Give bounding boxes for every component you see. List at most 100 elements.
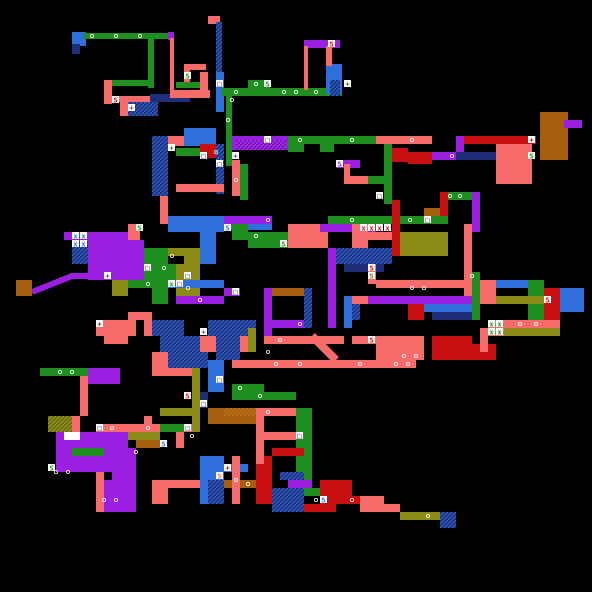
map-room bbox=[168, 248, 200, 256]
map-room bbox=[280, 472, 304, 480]
svg-text:S: S bbox=[137, 224, 141, 232]
svg-text:x: x bbox=[497, 328, 502, 336]
map-room bbox=[264, 336, 344, 344]
map-room bbox=[288, 140, 304, 152]
map-room bbox=[190, 64, 206, 70]
svg-text:□: □ bbox=[201, 400, 205, 408]
item-dot-icon bbox=[114, 34, 119, 39]
map-room bbox=[200, 336, 216, 352]
map-room bbox=[288, 136, 388, 144]
door-marker-icon: □ bbox=[96, 424, 103, 432]
save-marker-icon: S bbox=[544, 296, 551, 304]
item-dot-icon bbox=[407, 217, 412, 222]
map-room bbox=[296, 416, 304, 440]
map-room bbox=[344, 264, 384, 272]
item-dot-icon bbox=[233, 477, 238, 482]
map-room bbox=[112, 448, 136, 480]
map-room bbox=[328, 248, 336, 328]
item-dot-icon bbox=[233, 90, 238, 95]
locked-marker-icon: x bbox=[80, 232, 87, 240]
map-room bbox=[304, 46, 308, 90]
svg-text:□: □ bbox=[297, 432, 301, 440]
item-dot-icon bbox=[265, 409, 270, 414]
map-room bbox=[264, 288, 272, 344]
map-room bbox=[376, 344, 424, 360]
door-marker-icon: □ bbox=[144, 264, 151, 272]
svg-text:+: + bbox=[233, 152, 237, 160]
map-room bbox=[104, 80, 112, 104]
map-room bbox=[448, 192, 472, 200]
svg-text:S: S bbox=[281, 240, 285, 248]
map-room bbox=[352, 336, 424, 344]
map-room bbox=[376, 136, 432, 144]
map-room bbox=[128, 312, 152, 320]
item-dot-icon bbox=[297, 321, 302, 326]
map-room bbox=[176, 432, 184, 448]
item-dot-icon bbox=[281, 90, 286, 95]
map-room bbox=[264, 432, 296, 440]
item-dot-icon bbox=[349, 217, 354, 222]
svg-text:+: + bbox=[97, 320, 101, 328]
item-dot-icon bbox=[225, 118, 230, 123]
map-room bbox=[384, 504, 400, 512]
svg-text:□: □ bbox=[201, 152, 205, 160]
svg-text:□: □ bbox=[145, 264, 149, 272]
map-room bbox=[272, 488, 304, 512]
map-room bbox=[256, 392, 296, 400]
map-room bbox=[528, 304, 544, 320]
item-dot-icon bbox=[273, 361, 278, 366]
svg-text:□: □ bbox=[185, 424, 189, 432]
map-room bbox=[304, 504, 336, 512]
item-dot-icon bbox=[265, 217, 270, 222]
svg-text:□: □ bbox=[217, 376, 221, 384]
map-room bbox=[528, 280, 544, 296]
svg-text:+: + bbox=[105, 272, 109, 280]
save-marker-icon: S bbox=[264, 80, 271, 88]
cross-marker-icon: + bbox=[528, 136, 535, 144]
item-dot-icon bbox=[401, 353, 406, 358]
item-dot-icon bbox=[313, 90, 318, 95]
map-room bbox=[384, 144, 392, 204]
item-dot-icon bbox=[133, 449, 138, 454]
map-room bbox=[152, 248, 168, 304]
item-dot-icon bbox=[237, 385, 242, 390]
map-corridor bbox=[30, 273, 88, 295]
svg-text:S: S bbox=[321, 496, 325, 504]
map-room bbox=[240, 336, 248, 352]
item-dot-icon bbox=[70, 369, 75, 374]
map-room bbox=[128, 280, 144, 288]
map-room bbox=[136, 440, 160, 448]
save-marker-icon: S bbox=[112, 96, 119, 104]
locked-marker-icon: x bbox=[72, 232, 79, 240]
map-room bbox=[168, 216, 224, 232]
map-room bbox=[330, 80, 340, 96]
map-room bbox=[88, 368, 120, 384]
item-dot-icon bbox=[145, 281, 150, 286]
svg-text:□: □ bbox=[265, 136, 269, 144]
map-room bbox=[336, 248, 392, 264]
map-room bbox=[232, 360, 416, 368]
map-room bbox=[336, 496, 360, 504]
map-room bbox=[104, 96, 154, 102]
save-marker-icon: S bbox=[528, 152, 535, 160]
svg-text:□: □ bbox=[217, 160, 221, 168]
svg-text:+: + bbox=[225, 464, 229, 472]
svg-text:+: + bbox=[201, 328, 205, 336]
item-dot-icon bbox=[189, 433, 194, 438]
svg-text:S: S bbox=[329, 40, 333, 48]
map-room bbox=[72, 416, 80, 432]
map-room bbox=[184, 128, 216, 146]
item-dot-icon bbox=[421, 285, 426, 290]
item-dot-icon bbox=[469, 273, 474, 278]
door-marker-icon: □ bbox=[176, 280, 183, 288]
svg-text:S: S bbox=[545, 296, 549, 304]
map-room bbox=[120, 96, 128, 116]
map-room bbox=[256, 456, 264, 504]
svg-text:□: □ bbox=[425, 216, 429, 224]
map-room bbox=[496, 144, 532, 184]
save-marker-icon: S bbox=[368, 336, 375, 344]
locked-marker-icon: x bbox=[368, 224, 375, 232]
map-room bbox=[160, 408, 200, 416]
svg-text:x: x bbox=[73, 232, 78, 240]
save-marker-icon: S bbox=[336, 160, 343, 168]
